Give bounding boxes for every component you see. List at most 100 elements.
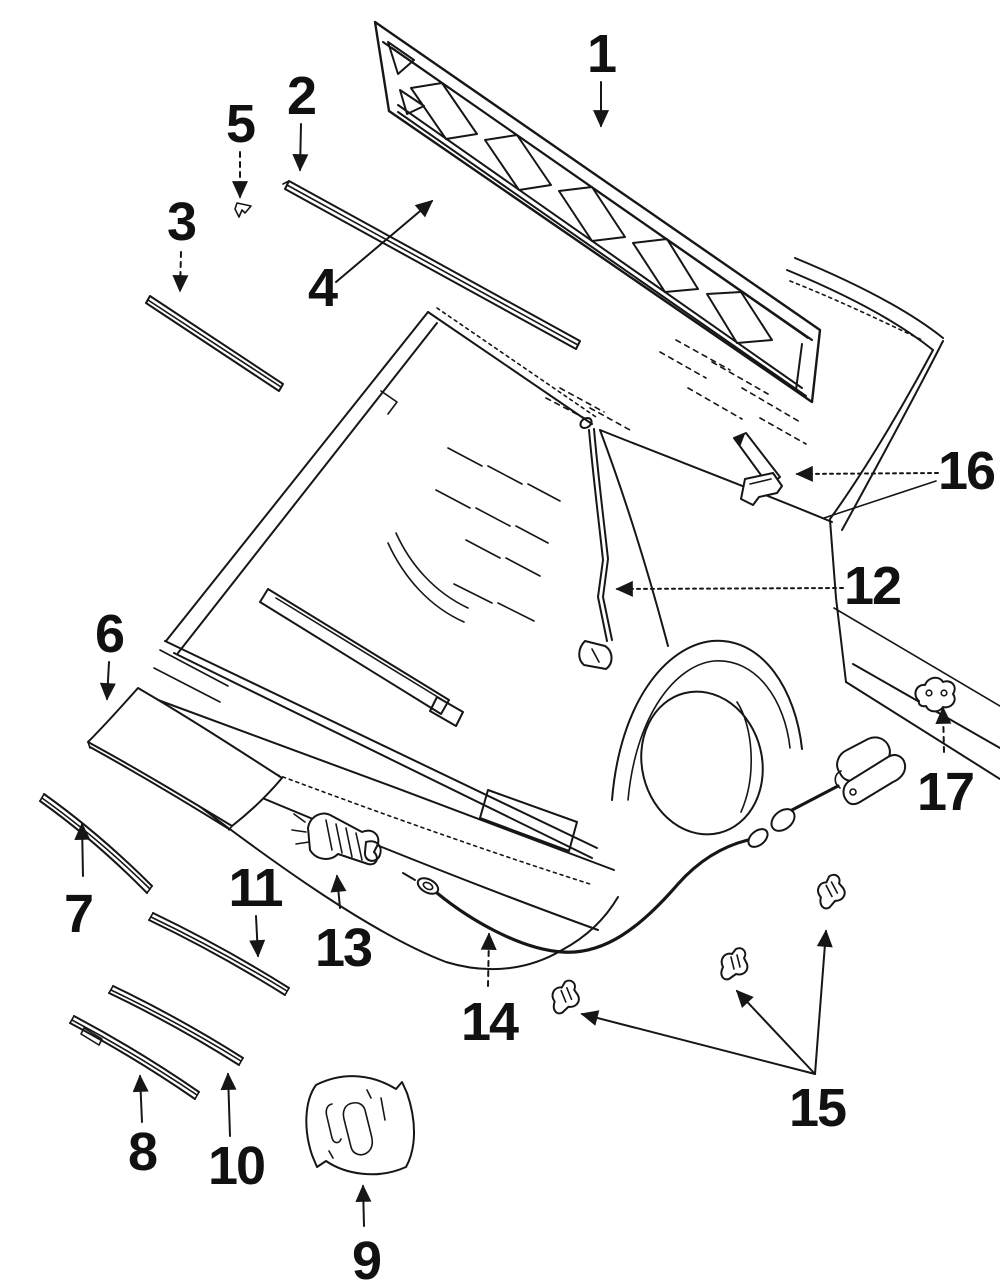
cable-grommet [747, 828, 769, 848]
cable-end-fitting [416, 877, 440, 895]
callout-5: 5 [226, 94, 257, 199]
part-6-insulator-panel [87, 687, 283, 831]
part-3-side-seal-strip [145, 295, 284, 392]
callout-12-arrow [615, 580, 844, 597]
callout-1: 1 [587, 24, 618, 128]
part-17-bracket [914, 676, 956, 713]
callout-12-label: 12 [844, 556, 900, 616]
radiator-support-slot [259, 588, 450, 715]
callout-3-arrow [172, 251, 189, 293]
air-dam [185, 795, 619, 971]
callout-11-label: 11 [228, 858, 282, 918]
callout-14: 14 [461, 932, 521, 1052]
callout-15-arrow [814, 929, 833, 1075]
callout-6-arrow [99, 661, 116, 701]
callout-9: 9 [352, 1184, 383, 1286]
callout-16-label: 16 [938, 441, 995, 501]
callout-8-arrow [132, 1074, 149, 1123]
hood-rib-diamond [632, 238, 699, 293]
part-5-clip [234, 202, 252, 218]
clip [549, 978, 582, 1016]
callout-6-label: 6 [95, 604, 124, 664]
part-2-front-seal-strip [282, 180, 581, 350]
callout-7: 7 [64, 822, 94, 944]
clip [813, 872, 849, 911]
a-pillar [829, 340, 944, 531]
callout-11-arrow [249, 915, 266, 958]
part-10-strip [108, 985, 244, 1066]
hood-rib-diamond [484, 134, 552, 191]
callout-7-label: 7 [64, 884, 92, 944]
car-body-outline [153, 257, 1000, 971]
clip [720, 947, 749, 981]
roof-line [786, 257, 944, 351]
callout-3: 3 [167, 192, 198, 293]
retaining-clips [549, 872, 849, 1016]
callout-5-label: 5 [226, 94, 255, 154]
callout-13-label: 13 [315, 918, 372, 978]
callout-15-arrow [735, 989, 816, 1075]
callout-12: 12 [615, 556, 902, 616]
hood-edge-bottom [397, 111, 807, 397]
hood-panel [373, 20, 822, 404]
callout-11: 11 [228, 858, 285, 958]
prop-rod-hook [579, 416, 593, 430]
part-9-bracket-plate [305, 1075, 415, 1176]
hood-rib-triangle [399, 89, 425, 115]
callout-4: 4 [308, 199, 434, 318]
callout-17-arrow [935, 706, 952, 753]
hood-rib-diamond [706, 291, 773, 344]
callout-17-label: 17 [917, 762, 973, 822]
cable-end-rod [402, 872, 416, 881]
hood-inner-panel [387, 41, 809, 391]
front-bumper [157, 699, 619, 971]
callout-9-label: 9 [352, 1231, 381, 1286]
callout-2-arrow [292, 123, 309, 172]
callout-13-arrow [330, 874, 347, 909]
callout-14-label: 14 [461, 992, 519, 1052]
callout-7-arrow [74, 822, 91, 877]
cowl-edge [427, 311, 593, 425]
wheel-arch [611, 639, 803, 836]
part-7-strip [39, 793, 153, 894]
callout-14-arrow [480, 932, 497, 987]
strip-slot [80, 1027, 103, 1046]
release-handle [834, 736, 907, 806]
hood-rib-triangle [387, 41, 415, 75]
callout-4-arrow [335, 199, 434, 283]
hood-release-cable [402, 736, 907, 954]
callout-10-arrow [220, 1072, 237, 1137]
callout-8-label: 8 [128, 1122, 157, 1182]
part-8-strip [69, 1015, 200, 1100]
hood-hinge [733, 432, 783, 506]
callout-2-label: 2 [287, 66, 315, 126]
callout-6: 6 [95, 604, 126, 701]
callout-15-label: 15 [789, 1078, 846, 1138]
callout-13: 13 [315, 874, 374, 978]
callout-8: 8 [128, 1074, 159, 1182]
callout-9-arrow [355, 1184, 372, 1227]
engine-bay-detail [259, 387, 631, 727]
callout-16-arrow [795, 465, 939, 482]
callout-17: 17 [917, 706, 975, 822]
callout-15: 15 [580, 929, 848, 1138]
headlight-lines [153, 649, 229, 703]
cable-run [435, 838, 750, 954]
wheel-opening [640, 690, 764, 836]
washer-nozzle [380, 390, 398, 415]
license-plate [479, 789, 578, 852]
hood-outline [373, 20, 822, 404]
cable-grommet [770, 808, 796, 832]
fender-right-edge [599, 429, 669, 647]
callout-2: 2 [287, 66, 317, 172]
hood-prop-rod [578, 416, 613, 670]
callout-10: 10 [208, 1072, 266, 1196]
latch-hook [363, 840, 382, 862]
strut-tower [387, 542, 465, 623]
hood-opening [165, 307, 669, 654]
callouts: 1 2 3 4 5 6 7 8 [64, 24, 997, 1286]
body-crease [833, 607, 1000, 707]
prop-rod-foot [578, 640, 613, 670]
